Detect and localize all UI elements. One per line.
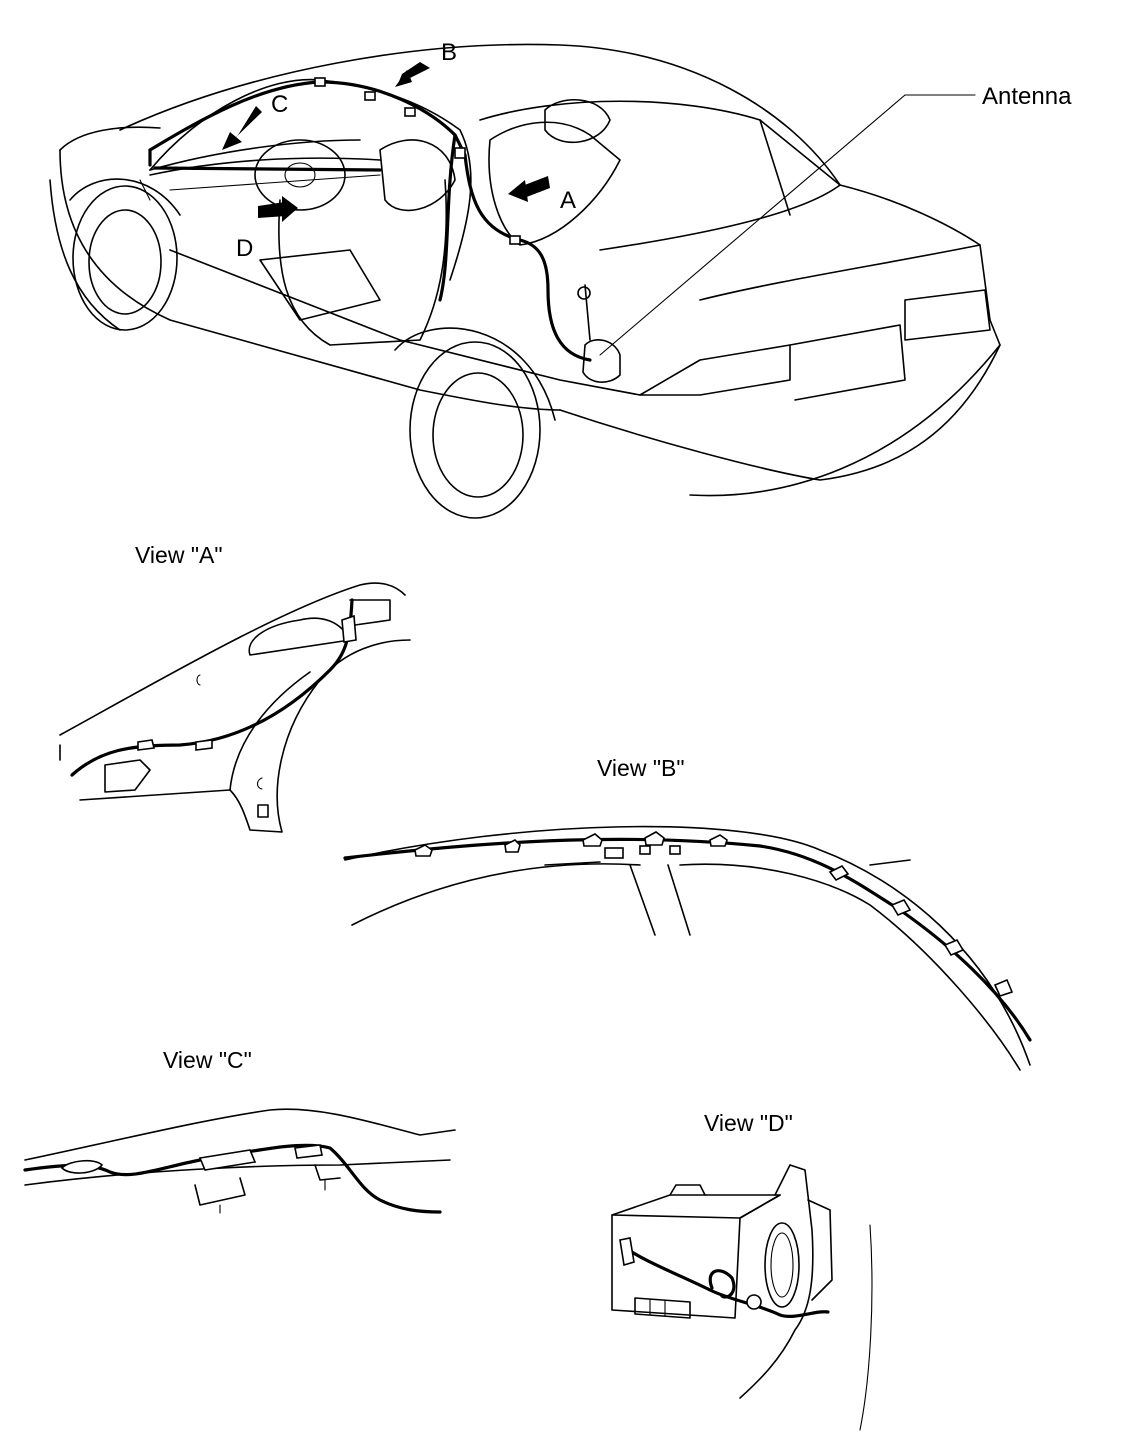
car-illustration <box>49 43 1001 519</box>
view-c-cable <box>23 1143 442 1214</box>
cable-clips-main <box>314 77 521 245</box>
view-a-cable <box>70 598 354 777</box>
antenna-leader-line <box>599 94 976 356</box>
view-b-detail <box>344 825 1031 1071</box>
view-d-label: View "D" <box>704 1110 793 1136</box>
view-c-clips <box>60 1144 323 1174</box>
antenna-label: Antenna <box>982 83 1072 110</box>
view-b-label: View "B" <box>597 755 685 781</box>
view-arrow-a <box>508 176 550 202</box>
view-c-label: View "C" <box>163 1047 252 1073</box>
view-d-clips <box>619 1237 762 1310</box>
arrow-label-b: B <box>441 39 457 66</box>
view-b-cable <box>343 837 1032 1042</box>
view-d-detail <box>611 1164 873 1431</box>
view-a-label: View "A" <box>135 542 223 568</box>
view-arrow-c <box>222 106 262 150</box>
view-d-cable <box>620 1243 830 1318</box>
arrow-label-a: A <box>560 187 576 214</box>
view-b-clips <box>414 831 1014 997</box>
view-a-detail <box>59 582 411 833</box>
view-arrow-d <box>258 196 298 222</box>
view-arrow-b <box>395 62 430 87</box>
arrow-label-d: D <box>236 235 253 262</box>
antenna-cable-main <box>148 80 592 362</box>
view-a-clips <box>137 614 357 751</box>
arrow-label-c: C <box>271 91 288 118</box>
